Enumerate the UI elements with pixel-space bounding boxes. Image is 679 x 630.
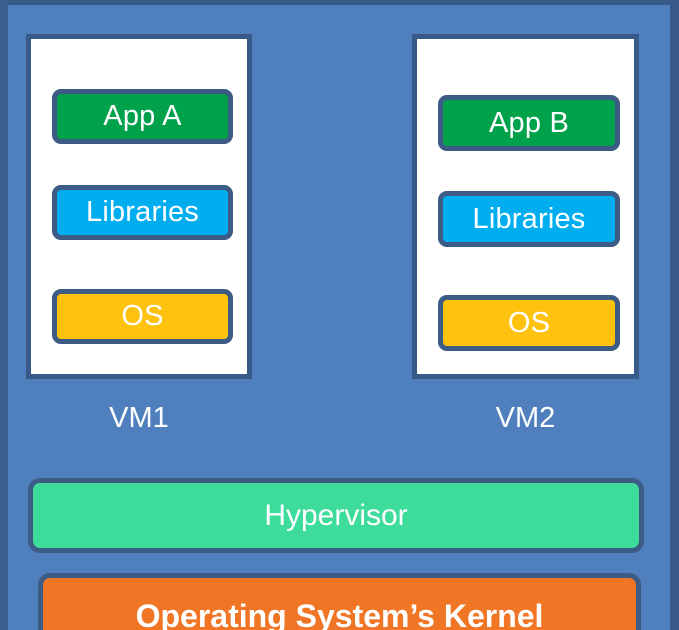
vm2-libraries-layer[interactable]: Libraries — [438, 191, 620, 247]
vm1-os-layer[interactable]: OS — [52, 289, 233, 344]
vm2-libraries-label: Libraries — [472, 202, 586, 235]
vm1-libraries-label: Libraries — [85, 196, 199, 228]
vm2-os-label: OS — [507, 306, 551, 339]
kernel-label: Operating System’s Kernel — [135, 598, 544, 630]
vm1-os-label: OS — [121, 300, 164, 332]
vm1-app-label: App A — [103, 100, 182, 132]
vm1-app-layer[interactable]: App A — [52, 89, 233, 144]
vm1-caption: VM1 — [109, 402, 169, 434]
vm2-app-layer[interactable]: App B — [438, 95, 620, 151]
frame-left-edge — [0, 0, 8, 630]
hypervisor-layer[interactable]: Hypervisor — [28, 478, 644, 553]
vm1-libraries-layer[interactable]: Libraries — [52, 185, 233, 240]
vm2-caption: VM2 — [495, 402, 556, 434]
frame-right-edge — [670, 0, 679, 630]
kernel-layer[interactable]: Operating System’s Kernel — [38, 573, 641, 630]
hypervisor-label: Hypervisor — [264, 498, 408, 532]
frame-top-edge — [0, 0, 679, 5]
vm2-app-label: App B — [489, 106, 569, 139]
vm2-os-layer[interactable]: OS — [438, 295, 620, 351]
